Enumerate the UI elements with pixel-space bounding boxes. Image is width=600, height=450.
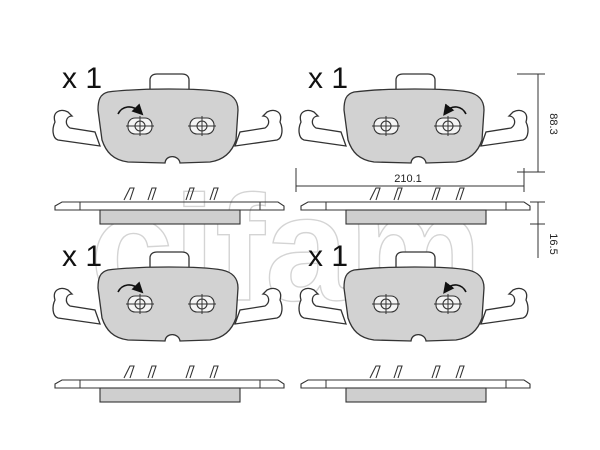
rotation-arrow (117, 281, 144, 294)
dimension-height-label: 88.3 (547, 113, 559, 134)
rotation-arrow (443, 281, 467, 294)
pad-top-left: x 1 (52, 62, 285, 225)
dimension-width-label: 210.1 (394, 173, 422, 185)
pad-bottom-left: x 1 (52, 240, 285, 403)
rotation-arrow (117, 103, 144, 116)
dimension-thickness: 16.5 (530, 201, 559, 258)
quantity-label: x 1 (62, 240, 102, 273)
pad-side-view (54, 365, 285, 403)
pad-side-view (300, 365, 531, 403)
pad-bottom-right: x 1 (298, 240, 531, 403)
quantity-label: x 1 (308, 240, 348, 273)
pad-top-right: x 1 (298, 62, 531, 225)
dimension-height: 88.3 (517, 73, 559, 173)
dimension-thickness-label: 16.5 (547, 233, 559, 254)
quantity-label: x 1 (62, 62, 102, 95)
quantity-label: x 1 (308, 62, 348, 95)
dimension-width: 210.1 (295, 168, 525, 192)
rotation-arrow (443, 103, 467, 116)
